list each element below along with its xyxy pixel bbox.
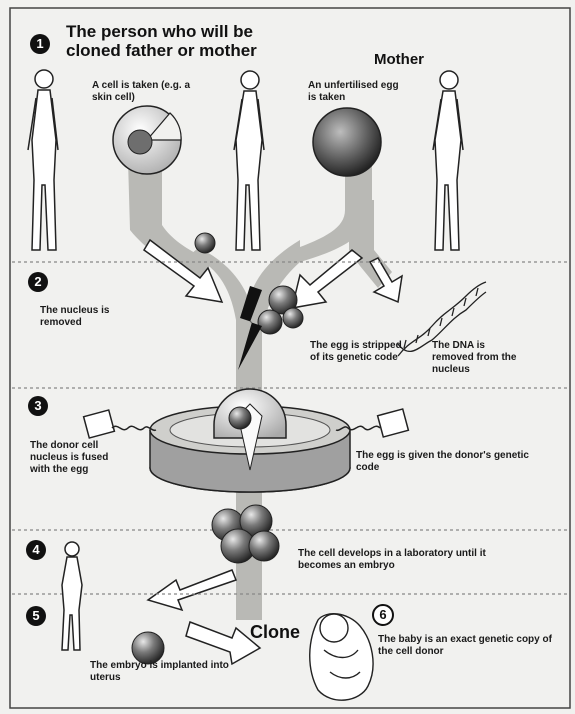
donor-figure [234,71,264,250]
cell-taken-label: A cell is taken (e.g. a skin cell) [92,80,200,104]
embryo-develops-label: The cell develops in a laboratory until … [298,548,498,572]
baby-copy-label: The baby is an exact genetic copy of the… [378,634,554,658]
father-figure [28,70,58,250]
mother-label: Mother [374,51,424,68]
nucleus-removed-label: The nucleus is removed [40,305,130,329]
mother-figure [433,71,463,250]
egg-stripped-label: The egg is stripped of its genetic code [310,340,402,364]
surrogate-figure [62,542,82,650]
step-number-6: 6 [372,604,394,626]
egg-taken-label: An unfertilised egg is taken [308,80,408,104]
clone-label: Clone [250,622,300,643]
step-number-2: 2 [28,272,48,292]
unfertilised-egg [313,108,381,176]
donor-fused-label: The donor cell nucleus is fused with the… [30,440,120,476]
dna-removed-label: The DNA is removed from the nucleus [432,340,524,376]
embryo-implanted-label: The embryo is implanted into uterus [90,660,240,684]
removed-nucleus [195,233,215,253]
step-number-1: 1 [30,34,50,54]
step-number-5: 5 [26,606,46,626]
step-number-3: 3 [28,396,48,416]
baby-figure [310,614,373,700]
embryo-cluster [212,505,279,563]
step-1-title: The person who will be cloned father or … [66,22,296,60]
step-number-4: 4 [26,540,46,560]
fusion-dish [150,389,350,492]
skin-cell [113,106,181,174]
egg-given-code-label: The egg is given the donor's genetic cod… [356,450,536,474]
